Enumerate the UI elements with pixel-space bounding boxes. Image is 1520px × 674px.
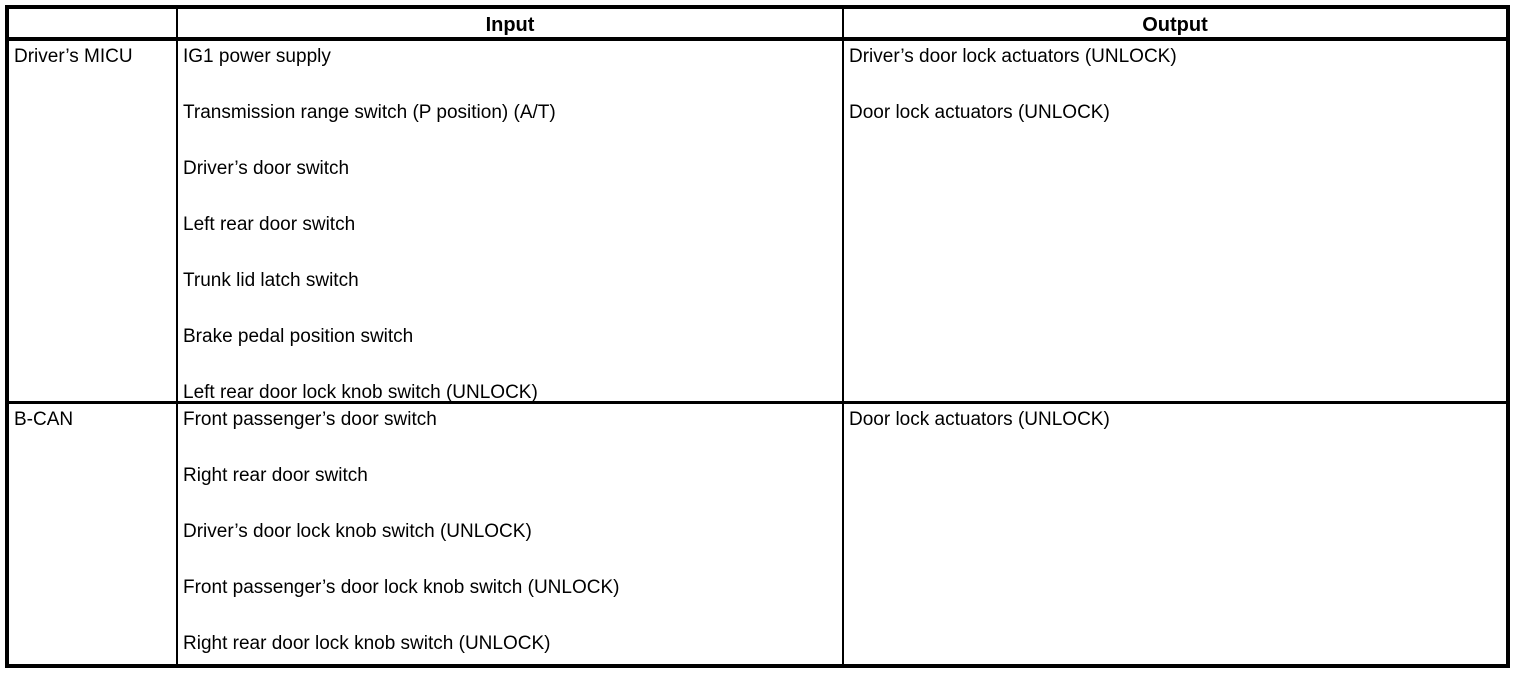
input-column-header: Input xyxy=(178,9,844,41)
source-cell: Driver’s MICU xyxy=(9,41,178,404)
output-cell: Driver’s door lock actuators (UNLOCK) Doo… xyxy=(844,41,1506,404)
input-item: Trunk lid latch switch xyxy=(183,270,359,291)
input-output-table: Input Output Driver’s MICU IG1 power sup… xyxy=(5,5,1510,668)
output-item: Door lock actuators (UNLOCK) xyxy=(849,102,1110,123)
input-item: Left rear door lock knob switch (UNLOCK) xyxy=(183,382,538,403)
input-item: Front passenger’s door lock knob switch … xyxy=(183,577,620,598)
input-item: Transmission range switch (P position) (… xyxy=(183,102,556,123)
source-label: B-CAN xyxy=(14,409,74,430)
input-item: Driver’s door lock knob switch (UNLOCK) xyxy=(183,521,532,542)
source-cell: B-CAN xyxy=(9,404,178,664)
input-item: IG1 power supply xyxy=(183,46,331,67)
source-label: Driver’s MICU xyxy=(14,46,133,67)
input-item: Brake pedal position switch xyxy=(183,326,414,347)
output-cell: Door lock actuators (UNLOCK) xyxy=(844,404,1506,664)
input-item: Front passenger’s door switch xyxy=(183,409,437,430)
input-item: Right rear door lock knob switch (UNLOCK… xyxy=(183,633,551,654)
input-item: Left rear door switch xyxy=(183,214,356,235)
output-column-header: Output xyxy=(844,9,1506,41)
input-item: Driver’s door switch xyxy=(183,158,350,179)
output-item: Driver’s door lock actuators (UNLOCK) xyxy=(849,46,1177,67)
output-item: Door lock actuators (UNLOCK) xyxy=(849,409,1110,430)
input-item: Right rear door switch xyxy=(183,465,368,486)
corner-header-cell xyxy=(9,9,178,41)
